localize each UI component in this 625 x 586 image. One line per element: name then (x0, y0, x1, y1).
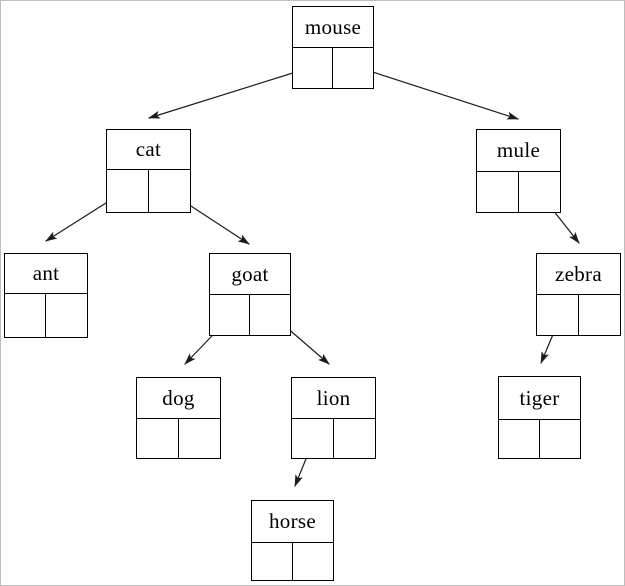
node-label-goat: goat (210, 254, 290, 295)
pointer-cells-goat (210, 295, 290, 335)
left-pointer-cell-mule (477, 172, 519, 212)
pointer-cells-horse (252, 543, 333, 580)
right-pointer-cell-mouse (333, 48, 373, 88)
node-label-cat: cat (107, 130, 190, 170)
tree-node-dog: dog (136, 377, 221, 459)
pointer-cells-zebra (537, 295, 620, 335)
left-pointer-cell-lion (292, 419, 334, 458)
node-label-ant: ant (5, 254, 87, 294)
tree-node-horse: horse (251, 500, 334, 581)
tree-node-mule: mule (476, 129, 561, 213)
node-label-mule: mule (477, 130, 560, 172)
right-pointer-cell-zebra (579, 295, 621, 335)
right-pointer-cell-tiger (540, 420, 581, 458)
left-pointer-cell-mouse (293, 48, 333, 88)
right-pointer-cell-mule (519, 172, 561, 212)
right-pointer-cell-goat (250, 295, 290, 335)
tree-node-lion: lion (291, 377, 376, 459)
right-pointer-cell-lion (334, 419, 376, 458)
node-label-tiger: tiger (499, 377, 580, 420)
tree-node-mouse: mouse (292, 6, 374, 89)
pointer-cells-lion (292, 419, 375, 458)
right-pointer-cell-ant (46, 294, 87, 337)
pointer-cells-cat (107, 170, 190, 212)
tree-node-goat: goat (209, 253, 291, 336)
left-pointer-cell-goat (210, 295, 250, 335)
pointer-cells-mouse (293, 48, 373, 88)
tree-node-tiger: tiger (498, 376, 581, 459)
left-pointer-cell-horse (252, 543, 293, 580)
right-pointer-cell-cat (149, 170, 191, 212)
node-label-lion: lion (292, 378, 375, 419)
left-pointer-cell-zebra (537, 295, 579, 335)
left-pointer-cell-tiger (499, 420, 540, 458)
node-label-horse: horse (252, 501, 333, 543)
edge-mouse-cat (148, 66, 313, 119)
left-pointer-cell-ant (5, 294, 46, 337)
edge-mouse-mule (353, 65, 519, 120)
right-pointer-cell-dog (179, 419, 221, 458)
left-pointer-cell-dog (137, 419, 179, 458)
pointer-cells-mule (477, 172, 560, 212)
right-pointer-cell-horse (293, 543, 334, 580)
left-pointer-cell-cat (107, 170, 149, 212)
pointer-cells-ant (5, 294, 87, 337)
node-label-dog: dog (137, 378, 220, 419)
node-label-mouse: mouse (293, 7, 373, 48)
pointer-cells-dog (137, 419, 220, 458)
tree-node-cat: cat (106, 129, 191, 213)
pointer-cells-tiger (499, 420, 580, 458)
node-label-zebra: zebra (537, 254, 620, 295)
tree-node-zebra: zebra (536, 253, 621, 336)
tree-node-ant: ant (4, 253, 88, 338)
